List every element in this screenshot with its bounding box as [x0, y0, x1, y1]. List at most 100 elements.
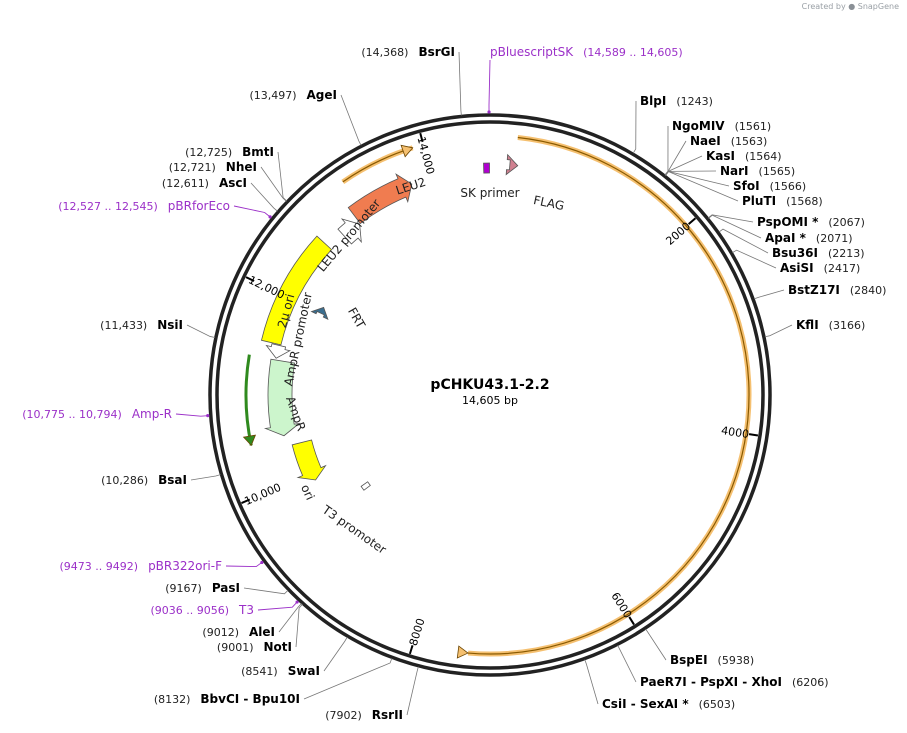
enzyme-sfoi-label: SfoI(1566)	[733, 179, 806, 193]
annotation-arcs	[242, 135, 752, 659]
primer-pbluescriptsk-leader	[488, 59, 491, 113]
enzyme-bsu36i-leader	[718, 228, 769, 254]
enzyme-bspei-label: BspEI(5938)	[670, 653, 754, 667]
primer-pbrforeco-pos: (12,527 .. 12,545)	[58, 200, 158, 213]
tick-label-4000: 4000	[720, 424, 750, 441]
enzyme-rsrii-name: RsrII	[372, 708, 403, 722]
enzyme-nsii-name: NsiI	[157, 318, 183, 332]
enzyme-bbvci-bpu10i-label: (8132)BbvCI - Bpu10I	[154, 692, 300, 706]
enzyme-agei-leader	[340, 94, 362, 146]
primer-t3-name: T3	[238, 603, 254, 617]
primer-pbluescriptsk-pos: (14,589 .. 14,605)	[583, 46, 683, 59]
enzyme-pspomi-pos: (2067)	[828, 216, 865, 229]
primer-amp-r-name: Amp-R	[132, 407, 172, 421]
enzyme-pspomi-leader	[707, 214, 754, 223]
tick-mark-4000	[748, 433, 759, 437]
enzyme-kfli-name: KflI	[796, 318, 819, 332]
feature-ampr-promoter	[265, 343, 291, 359]
primer-pbr322ori-f-pos: (9473 .. 9492)	[60, 560, 139, 573]
enzyme-alei-pos: (9012)	[202, 626, 239, 639]
enzyme-rsrii-leader	[406, 666, 419, 716]
feature-leu2	[347, 173, 413, 225]
feature-ori	[291, 439, 327, 481]
enzyme-bsai-label: (10,286) BsaI	[101, 473, 187, 487]
enzyme-pasi-leader	[243, 587, 289, 595]
enzyme-alei-leader	[278, 603, 302, 633]
enzyme-ngomiv-name: NgoMIV	[672, 119, 725, 133]
primer-pbr322ori-f-label: (9473 .. 9492)pBR322ori-F	[60, 559, 223, 573]
enzyme-pluti-label: PluTI(1568)	[742, 194, 823, 208]
primer-amp-r-pos: (10,775 .. 10,794)	[22, 408, 122, 421]
feature-frt	[310, 306, 329, 320]
enzyme-ngomiv-leader	[664, 125, 669, 176]
plasmid-length: 14,605 bp	[462, 394, 518, 407]
primer-amp-r-leader	[175, 413, 208, 417]
enzyme-agei-name: AgeI	[307, 88, 337, 102]
feature-label-ori: ori	[298, 482, 317, 502]
tick-mark-6000	[628, 616, 635, 626]
feature-ampr	[263, 358, 301, 437]
enzyme-sfoi-pos: (1566)	[770, 180, 807, 193]
enzyme-asisi-pos: (2417)	[824, 262, 861, 275]
enzyme-bstz17i-name: BstZ17I	[788, 283, 840, 297]
enzyme-bbvci-bpu10i-pos: (8132)	[154, 693, 191, 706]
orange-arc-head-0	[456, 645, 469, 659]
enzyme-kasi-label: KasI(1564)	[706, 149, 782, 163]
enzyme-paer7i-pspxi-xhoi-label: PaeR7I - PspXI - XhoI(6206)	[640, 675, 829, 689]
enzyme-csii-sexai-name: CsiI - SexAI *	[602, 697, 689, 711]
enzyme-pasi-name: PasI	[212, 581, 240, 595]
feature-flag	[505, 153, 519, 176]
enzyme-pluti-leader	[665, 171, 739, 202]
enzyme-nsii-label: (11,433)NsiI	[100, 318, 183, 332]
green-arc-head-0	[242, 434, 257, 447]
enzyme-bsrgi-label: (14,368)BsrGI	[361, 45, 455, 59]
enzyme-blpi-leader	[632, 100, 637, 154]
tick-mark-2000	[687, 217, 697, 225]
enzyme-asci-label: (12,611)AscI	[162, 176, 247, 190]
enzyme-bsu36i-pos: (2213)	[828, 247, 865, 260]
enzyme-asisi-name: AsiSI	[780, 261, 814, 275]
credit-prefix: Created by	[801, 2, 846, 11]
enzyme-pspomi-name: PspOMI *	[757, 215, 819, 229]
enzyme-agei-pos: (13,497)	[249, 89, 296, 102]
enzyme-asisi-label: AsiSI (2417)	[780, 261, 860, 275]
enzyme-bspei-leader	[645, 628, 667, 661]
enzyme-bsrgi-name: BsrGI	[418, 45, 455, 59]
tick-label-10000: 10,000	[243, 481, 283, 508]
orange-arc-head-1	[400, 144, 414, 158]
orange-arc-core-0	[467, 136, 750, 655]
feature-label-flag: FLAG	[532, 193, 565, 213]
enzyme-bsai-leader	[190, 474, 221, 481]
feature-label-frt: FRT	[345, 305, 368, 331]
snapgene-logo: ●	[848, 2, 856, 11]
enzyme-kfli-label: KflI (3166)	[796, 318, 865, 332]
primer-pbrforeco-label: (12,527 .. 12,545)pBRforEco	[58, 199, 230, 213]
enzyme-pasi-label: (9167)PasI	[165, 581, 240, 595]
enzyme-asci-leader	[250, 182, 278, 212]
enzyme-kasi-name: KasI	[706, 149, 735, 163]
enzyme-alei-name: AleI	[249, 625, 275, 639]
enzyme-apai-name: ApaI *	[765, 231, 807, 245]
primer-amp-r-mark	[206, 414, 210, 418]
primer-pbluescriptsk-mark	[487, 110, 491, 114]
enzyme-bmti-label: (12,725)BmtI	[185, 145, 274, 159]
enzyme-csii-sexai-label: CsiI - SexAI *(6503)	[602, 697, 735, 711]
enzyme-apai-pos: (2071)	[816, 232, 853, 245]
enzyme-bspei-name: BspEI	[670, 653, 708, 667]
enzyme-nsii-leader	[186, 324, 216, 338]
primer-t3-pos: (9036 .. 9056)	[150, 604, 229, 617]
primer-pbr322ori-f-mark	[260, 560, 264, 565]
primer-pbr322ori-f-leader	[225, 562, 263, 568]
enzyme-kfli-pos: (3166)	[829, 319, 866, 332]
enzyme-ngomiv-label: NgoMIV(1561)	[672, 119, 771, 133]
enzyme-nari-label: NarI(1565)	[720, 164, 795, 178]
enzyme-bstz17i-leader	[753, 289, 785, 300]
enzyme-bsai-pos: (10,286)	[101, 474, 148, 487]
primer-pbrforeco-leader	[233, 205, 271, 218]
enzyme-asci-pos: (12,611)	[162, 177, 209, 190]
enzyme-swai-name: SwaI	[288, 664, 320, 678]
enzyme-bsai-name: BsaI	[158, 473, 187, 487]
tick-label-6000: 6000	[608, 590, 634, 621]
enzyme-apai-leader	[708, 214, 762, 239]
tick-mark-10000	[241, 498, 251, 505]
